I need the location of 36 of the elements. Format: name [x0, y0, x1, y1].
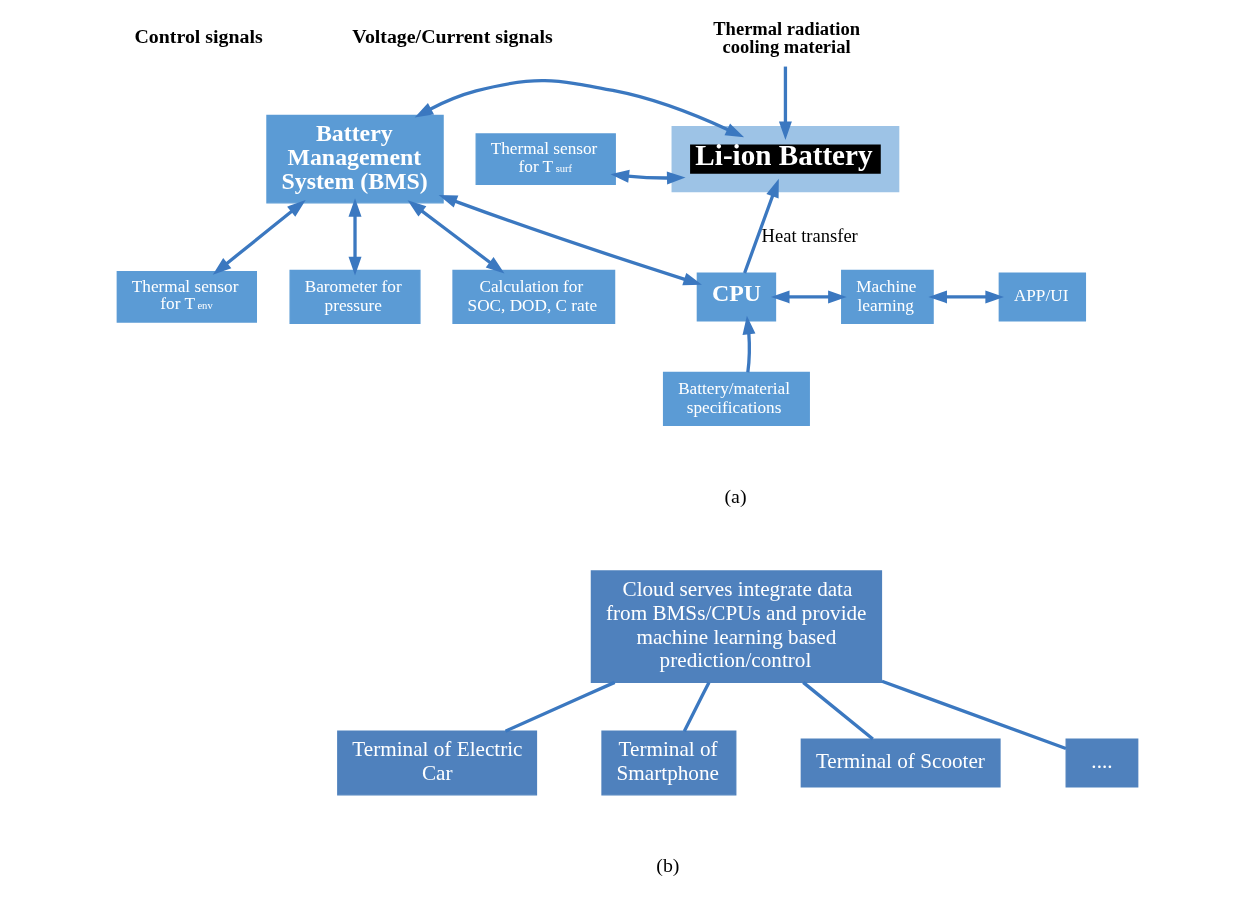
node-box: Machine learning [841, 269, 934, 325]
node-box: .... [1065, 738, 1139, 788]
node-box: Barometer for pressure [289, 269, 421, 325]
connector [682, 681, 711, 732]
connector [802, 681, 874, 741]
connector [881, 679, 1067, 751]
node-box: Li-ion Battery [671, 126, 900, 193]
node-box: CPU [696, 272, 777, 322]
connector [504, 680, 616, 733]
label: (a) [724, 484, 747, 507]
arrow [407, 200, 505, 274]
node-text: Thermal radiation cooling material [713, 17, 860, 58]
arrow [610, 169, 686, 185]
edge-label: Heat transfer [761, 224, 858, 246]
node-box: Battery Management System (BMS) [266, 114, 444, 204]
node-box: Terminal of Electric Car [337, 730, 538, 796]
arrow [928, 290, 1004, 304]
arrow [348, 198, 362, 276]
arrow [438, 194, 702, 286]
arrow [212, 200, 306, 275]
node-box: Thermal sensor for Tsurf [475, 133, 616, 185]
node-box: Calculation for SOC, DOD, C rate [452, 269, 616, 325]
arrow [742, 315, 756, 373]
arrow [770, 290, 847, 304]
node-box: Terminal of Scooter [800, 738, 1001, 788]
node-box: Cloud serves integrate data from BMSs/CPUs and provide machine learning based prediction/control [590, 570, 883, 683]
label: Voltage/Current signals [352, 25, 553, 48]
arrow [778, 66, 792, 140]
arrow [414, 79, 745, 138]
node-box: Battery/material specifications [662, 371, 810, 426]
node-box: APP/UI [998, 272, 1087, 322]
node-box: Terminal of Smartphone [601, 730, 737, 796]
label: (b) [656, 854, 680, 877]
node-box: Thermal sensor for Tenv [116, 271, 257, 323]
arrow [743, 178, 779, 274]
label: Control signals [134, 25, 263, 48]
